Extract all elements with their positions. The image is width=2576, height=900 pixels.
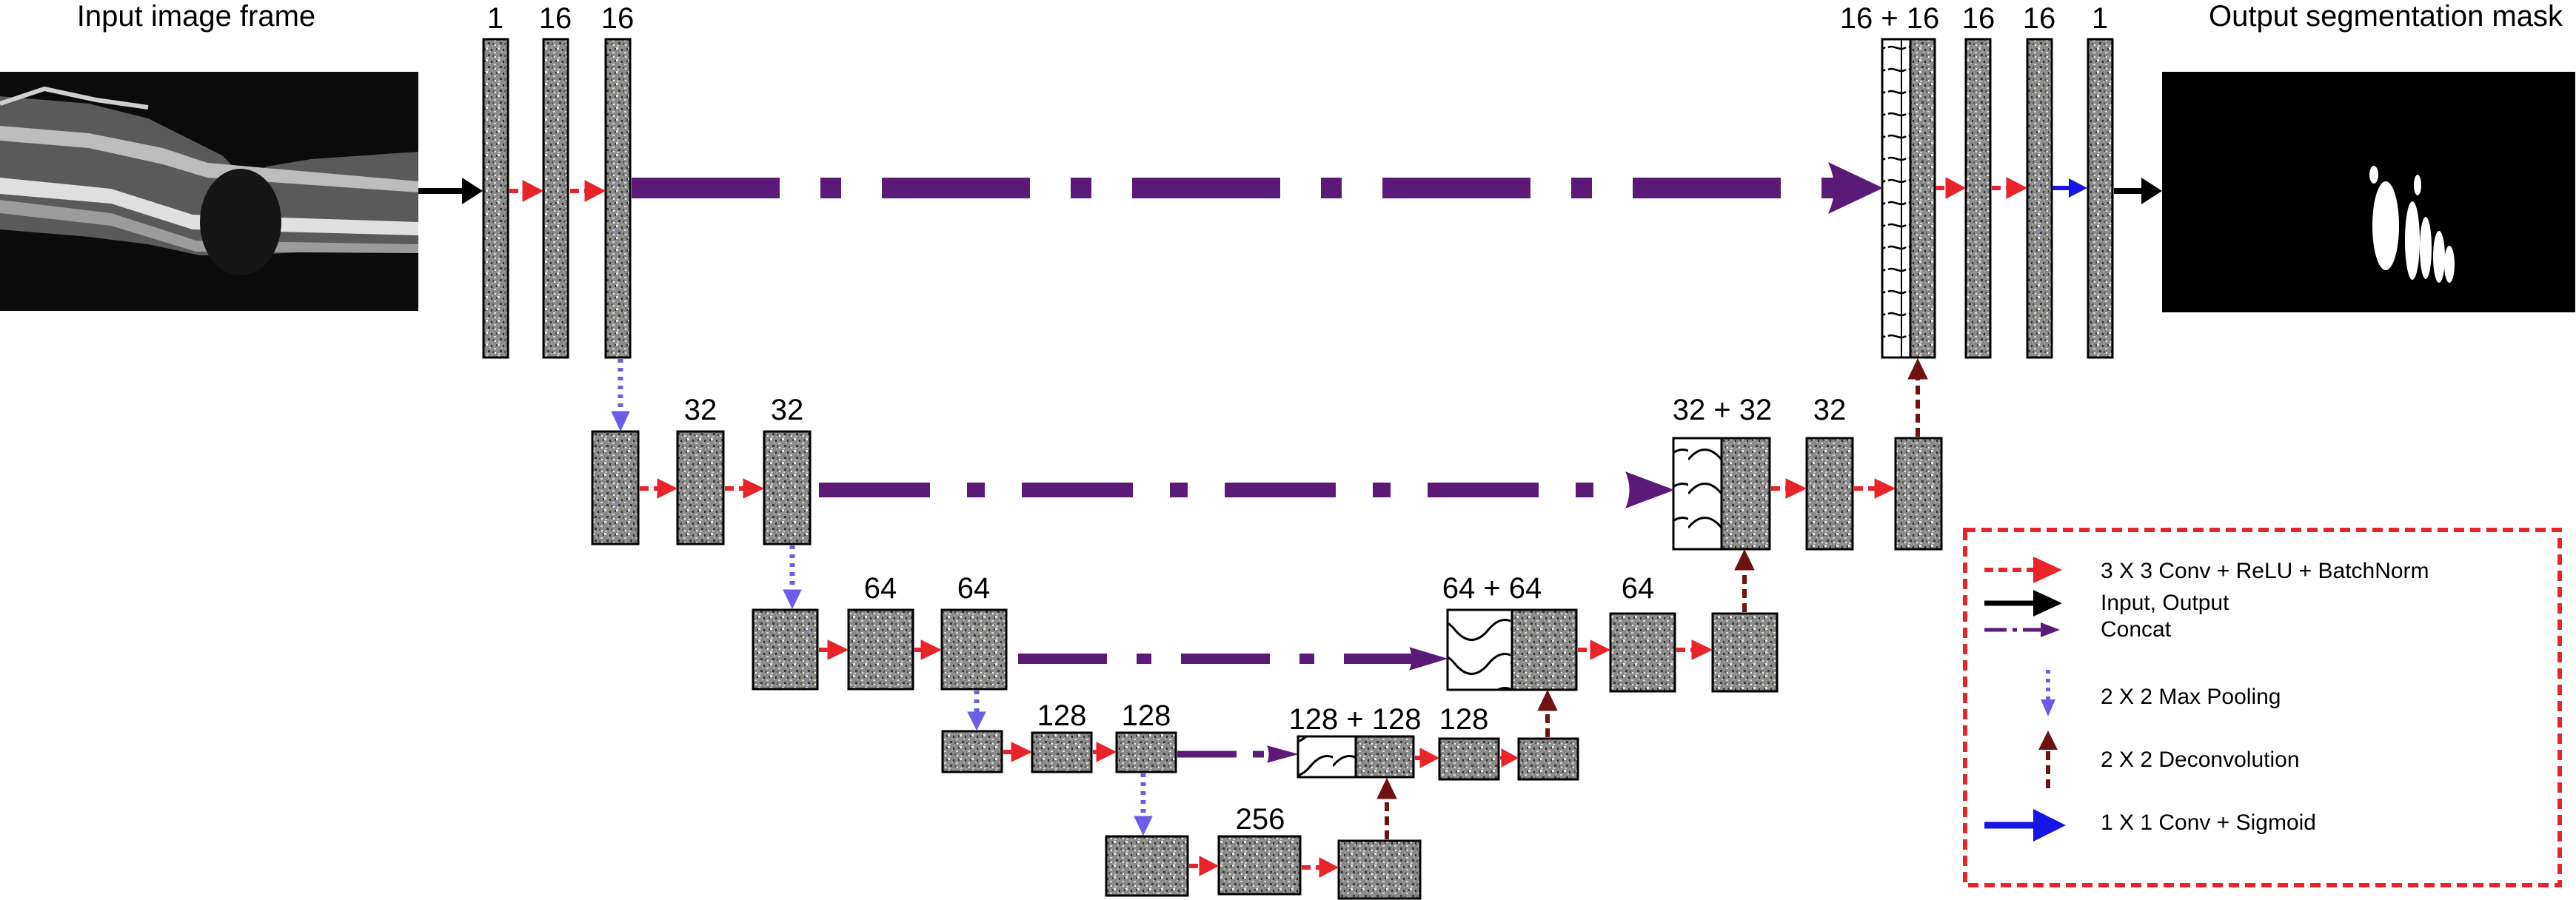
label-enc1-c: 16 [601, 2, 635, 35]
label-dec1-c: 16 [2023, 2, 2056, 35]
enc3-block-1 [753, 610, 817, 689]
label-enc2-b: 32 [684, 394, 717, 426]
label-enc1-a: 1 [487, 2, 504, 35]
legend: 3 X 3 Conv + ReLU + BatchNorm Input, Out… [1965, 530, 2560, 885]
enc1-block-1 [484, 39, 508, 357]
label-dec4-concat: 128 + 128 [1288, 703, 1421, 736]
dec2-concat-block [1673, 438, 1770, 549]
output-arrow [2114, 178, 2162, 204]
dec3-block-2 [1610, 614, 1675, 691]
dec4-block-3 [1519, 739, 1578, 779]
legend-io-label: Input, Output [2101, 591, 2229, 615]
enc2-block-3 [764, 431, 810, 544]
label-dec4-b: 128 [1439, 703, 1489, 736]
bottleneck-block-2 [1219, 836, 1300, 894]
label-dec1-concat: 16 + 16 [1840, 2, 1940, 35]
dec4-concat-block [1298, 736, 1414, 777]
legend-deconv-label: 2 X 2 Deconvolution [2101, 748, 2300, 772]
enc1-block-3 [606, 39, 630, 357]
dec2-block-3 [1896, 438, 1941, 549]
dec3-concat-block [1448, 610, 1576, 690]
enc3-block-2 [849, 610, 913, 689]
dec4-block-2 [1439, 739, 1499, 779]
label-enc4-c: 128 [1122, 699, 1171, 732]
dec1-concat-block [1882, 39, 1935, 357]
label-enc1-b: 16 [539, 2, 572, 35]
enc1-block-2 [543, 39, 568, 357]
label-enc2-c: 32 [771, 394, 804, 426]
label-enc3-c: 64 [957, 572, 991, 605]
legend-concat-label: Concat [2101, 617, 2172, 642]
input-title: Input image frame [77, 0, 315, 33]
label-enc4-b: 128 [1037, 699, 1087, 732]
legend-sigmoid-label: 1 X 1 Conv + Sigmoid [2101, 810, 2316, 835]
bottleneck-block-1 [1106, 836, 1188, 896]
enc4-block-1 [943, 731, 1002, 772]
label-dec2-concat: 32 + 32 [1673, 394, 1773, 426]
enc2-block-1 [592, 431, 638, 544]
conv-arrows [509, 178, 2027, 877]
output-title: Output segmentation mask [2209, 0, 2563, 33]
dec1-output-block [2088, 39, 2112, 357]
legend-pool-label: 2 X 2 Max Pooling [2101, 685, 2281, 709]
input-arrow [418, 178, 483, 204]
input-image [0, 72, 418, 311]
enc3-block-3 [942, 610, 1006, 689]
sigmoid-arrow [2053, 178, 2087, 198]
output-mask [2162, 72, 2575, 312]
label-bottleneck: 256 [1236, 803, 1285, 836]
label-dec3-b: 64 [1622, 572, 1655, 605]
label-dec2-b: 32 [1813, 394, 1847, 426]
dec1-block-2 [1966, 39, 1990, 357]
label-dec3-concat: 64 + 64 [1442, 572, 1542, 605]
label-dec1-out: 1 [2092, 2, 2108, 35]
label-enc3-b: 64 [864, 572, 897, 605]
enc2-block-2 [678, 431, 723, 544]
dec3-block-3 [1713, 614, 1777, 691]
dec1-block-3 [2027, 39, 2052, 357]
label-dec1-b: 16 [1962, 2, 1995, 35]
dec2-block-2 [1807, 438, 1853, 549]
enc4-block-2 [1032, 733, 1091, 772]
bottleneck-block-3 [1339, 841, 1420, 899]
enc4-block-3 [1117, 733, 1176, 772]
legend-conv-label: 3 X 3 Conv + ReLU + BatchNorm [2101, 559, 2429, 583]
